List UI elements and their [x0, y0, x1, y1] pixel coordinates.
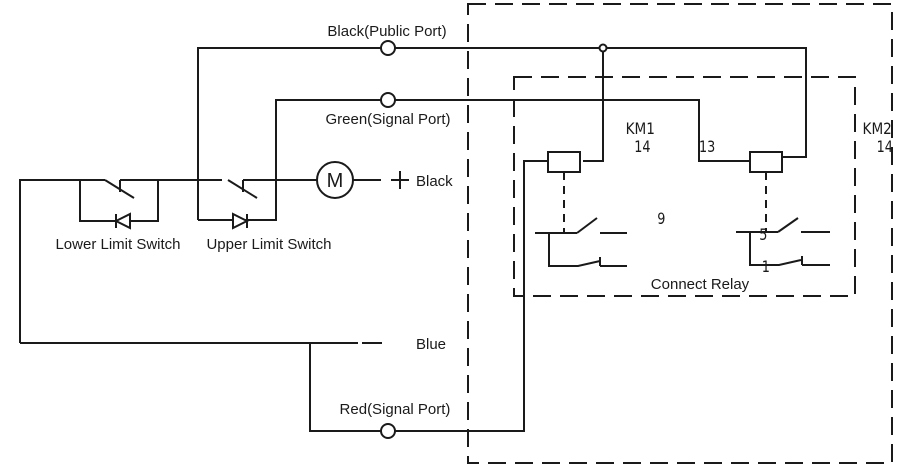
label-red-signal-port: Red(Signal Port) [340, 401, 451, 418]
black-port-terminal [380, 40, 396, 56]
km1-pin-14: 14 [634, 139, 650, 157]
junction-dot [598, 43, 608, 53]
motor-label: M [327, 170, 344, 192]
lower-limit-switch [79, 179, 159, 230]
km1-no-contact [576, 217, 598, 234]
label-black-public-port: Black(Public Port) [327, 23, 446, 40]
plus-icon [391, 171, 409, 189]
relay-km1 [535, 151, 627, 267]
km2-name: KM2 [863, 120, 892, 138]
green-signal-wire [275, 99, 750, 180]
black-public-wire [197, 47, 807, 220]
red-port-terminal [380, 423, 396, 439]
lower-diode-icon [113, 212, 131, 230]
km1-coil [547, 151, 581, 173]
upper-diode-icon [232, 212, 250, 230]
label-green-signal-port: Green(Signal Port) [325, 111, 450, 128]
km1-name: KM1 [626, 120, 655, 138]
km1-pin-13: 13 [699, 139, 715, 157]
label-upper-limit-switch: Upper Limit Switch [206, 236, 331, 253]
label-blue: Blue [416, 336, 446, 353]
km2-no-contact [777, 217, 799, 233]
km2-coil [749, 151, 783, 173]
outer-enclosure-box [467, 3, 893, 464]
km2-pin-14: 14 [877, 139, 893, 157]
green-port-terminal [380, 92, 396, 108]
connect-relay-box [513, 76, 856, 297]
km1-pin-5: 5 [759, 227, 767, 245]
red-signal-wire [309, 160, 548, 432]
km1-13-wire [583, 48, 604, 162]
upper-limit-switch [198, 179, 277, 230]
label-black-plus: Black [416, 173, 453, 190]
label-connect-relay: Connect Relay [651, 276, 750, 293]
relay-km2 [736, 151, 830, 266]
motor-icon: M [316, 161, 354, 199]
motor-line-left [19, 179, 105, 343]
km1-pin-9: 9 [657, 211, 665, 229]
km1-pin-1: 1 [762, 259, 770, 277]
label-lower-limit-switch: Lower Limit Switch [55, 236, 180, 253]
